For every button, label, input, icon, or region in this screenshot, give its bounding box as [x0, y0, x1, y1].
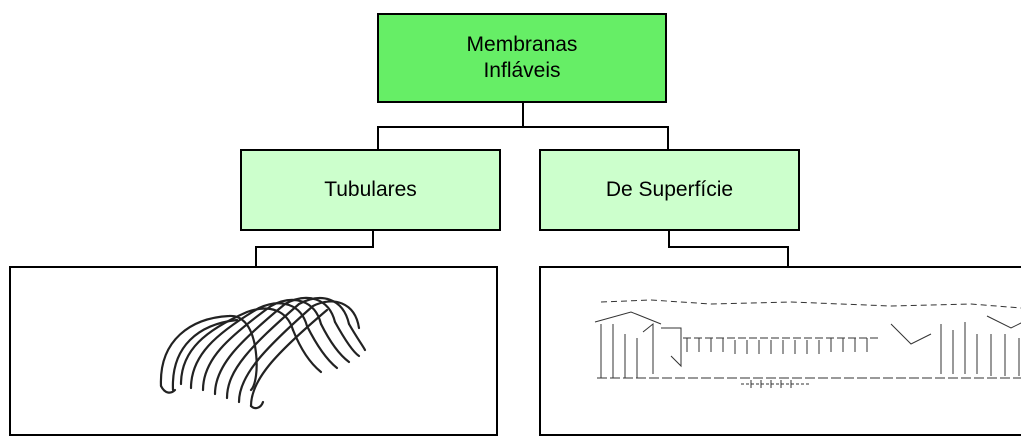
root-label-line2: Infláveis	[483, 59, 561, 82]
surface-building-illustration	[594, 299, 1021, 388]
child-node-de-superficie: De Superfície	[539, 149, 800, 231]
child-label-tubulares: Tubulares	[324, 177, 417, 201]
child-label-de-superficie: De Superfície	[605, 177, 734, 201]
connector-sup-drop	[787, 246, 789, 266]
connector-tub-stem	[372, 231, 374, 248]
connector-right-drop	[667, 126, 669, 149]
connector-sup-stem	[668, 231, 670, 248]
surface-image-frame	[539, 266, 1021, 436]
connector-tub-bus	[255, 246, 374, 248]
tubular-image-frame	[9, 266, 498, 436]
connector-sup-bus	[668, 246, 789, 248]
tubular-arches-illustration	[159, 296, 367, 410]
connector-left-drop	[377, 126, 379, 149]
root-node: Membranas Infláveis	[377, 13, 667, 103]
root-label-line1: Membranas	[466, 32, 578, 56]
connector-bus	[377, 126, 669, 128]
child-node-tubulares: Tubulares	[240, 149, 501, 231]
connector-root-stem	[522, 103, 524, 128]
connector-tub-drop	[255, 246, 257, 266]
